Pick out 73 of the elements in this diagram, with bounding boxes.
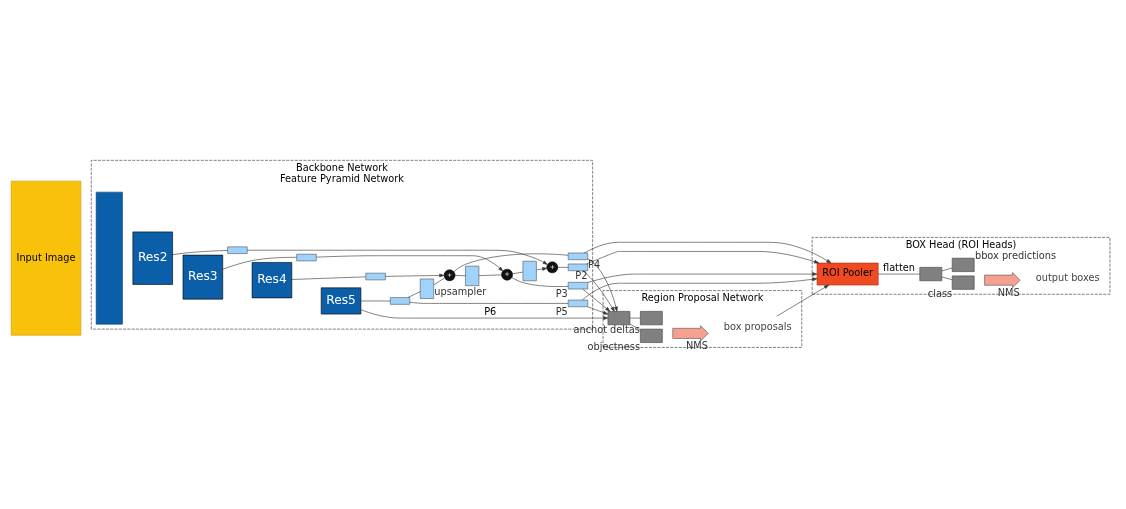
arrow <box>587 258 618 312</box>
node-box: Res2 <box>132 231 173 285</box>
connector <box>511 277 569 287</box>
node-box <box>607 311 631 326</box>
node-arrow <box>672 325 709 342</box>
connector <box>291 276 366 280</box>
connector <box>407 291 421 298</box>
connector <box>629 317 641 319</box>
connector <box>512 271 524 275</box>
connector <box>878 273 921 275</box>
node-label: P5 <box>555 305 568 317</box>
node-box: Res4 <box>251 262 293 299</box>
node-box <box>919 267 943 282</box>
connector <box>478 274 502 276</box>
edge-label: flatten <box>882 261 915 273</box>
node-box <box>227 246 248 254</box>
connector <box>172 250 228 255</box>
node-box: Res3 <box>182 254 224 300</box>
node-label: class <box>927 288 953 300</box>
node-box <box>640 311 663 326</box>
arrow <box>584 241 832 264</box>
node-label: P2 <box>575 269 588 281</box>
node-box <box>567 282 589 290</box>
connector <box>941 267 953 272</box>
connector <box>433 277 445 286</box>
node-label: anchot deltas <box>573 323 640 335</box>
connector <box>222 257 297 270</box>
arrow <box>385 273 445 278</box>
arrow <box>582 277 818 301</box>
arrow <box>316 255 504 272</box>
arrow <box>587 306 609 315</box>
connector <box>941 276 953 281</box>
node-trapezoid <box>95 191 123 325</box>
connector <box>557 267 569 268</box>
connector <box>453 253 569 273</box>
node-box <box>951 275 975 290</box>
node-label: P3 <box>555 287 568 299</box>
arrow <box>776 284 829 317</box>
connector <box>409 301 569 304</box>
arrow <box>587 272 818 283</box>
node-box: Input Image <box>10 180 82 336</box>
connector <box>454 275 466 277</box>
arrow <box>536 267 548 271</box>
node-trapezoid <box>465 265 480 286</box>
node-box <box>567 263 589 271</box>
node-box: ROI Pooler <box>816 262 879 286</box>
edge-label: P6 <box>484 305 497 317</box>
node-label: P4 <box>588 258 601 270</box>
node-arrow <box>984 272 1021 289</box>
connector <box>629 323 641 331</box>
node-trapezoid <box>419 278 434 299</box>
node-label: NMS <box>997 286 1020 298</box>
node-box <box>951 257 975 272</box>
arrow <box>586 251 820 265</box>
node-text: box proposals <box>723 320 792 332</box>
connector <box>360 300 391 302</box>
node-label: NMS <box>685 339 708 351</box>
node-label: bbox predictions <box>974 250 1056 262</box>
node-trapezoid <box>522 260 537 282</box>
node-box <box>567 299 589 308</box>
node-box <box>365 272 386 281</box>
node-box <box>389 297 411 305</box>
node-text: output boxes <box>1035 271 1100 283</box>
arrow <box>582 270 615 312</box>
node-box: Res5 <box>320 287 362 315</box>
node-label: objectness <box>587 341 640 353</box>
node-box <box>296 253 317 262</box>
arrow <box>246 249 548 265</box>
node-label: upsampler <box>434 286 487 298</box>
arrow <box>582 288 611 312</box>
arrow <box>360 309 609 320</box>
node-box <box>640 328 663 343</box>
node-box <box>567 252 589 260</box>
